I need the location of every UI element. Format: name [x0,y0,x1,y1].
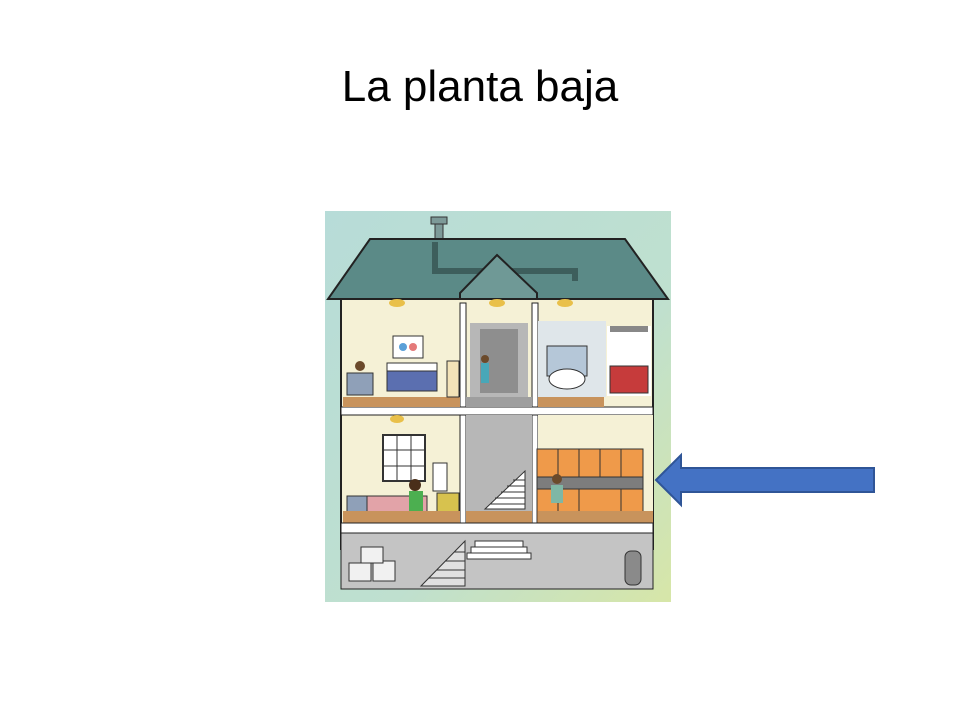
slide-title: La planta baja [341,62,619,111]
arrow-left-icon [654,452,875,508]
house-cutaway-icon [325,211,671,602]
